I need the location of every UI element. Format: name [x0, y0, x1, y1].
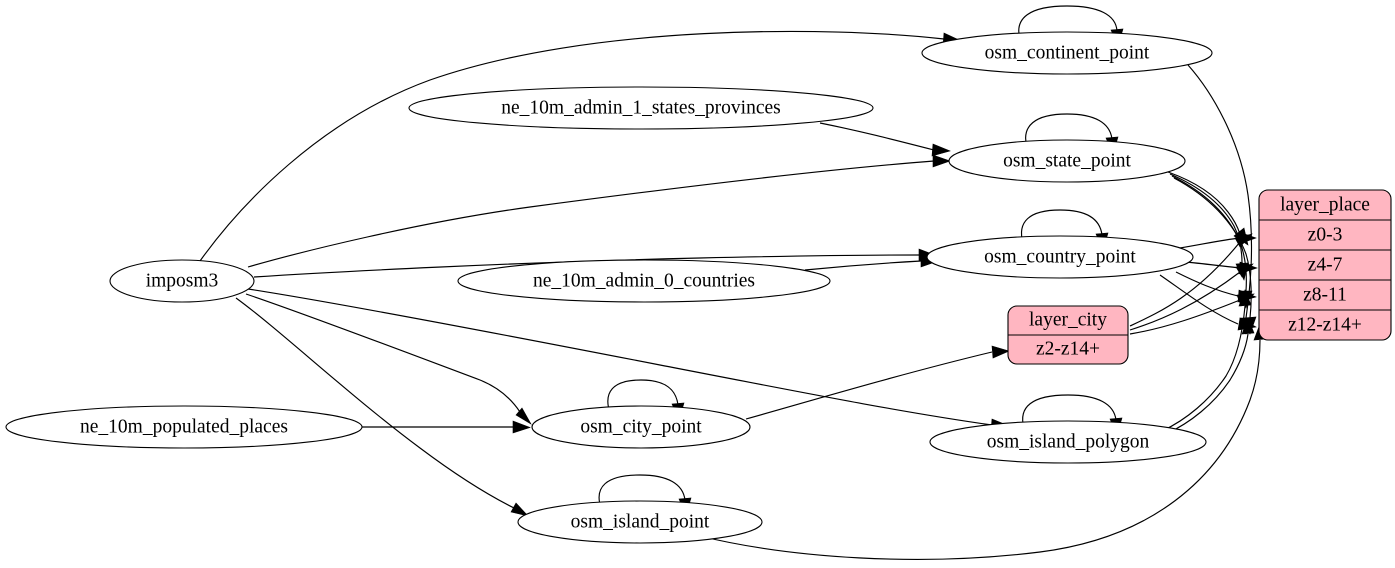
node-ne-10m-admin-1-states-provinces[interactable]: ne_10m_admin_1_states_provinces: [408, 86, 874, 130]
edge-layer-city-to-layer-place-z0-3: [1129, 233, 1253, 327]
node-osm-island-polygon[interactable]: osm_island_polygon: [929, 420, 1207, 464]
node-osm-state-point-shape[interactable]: [948, 139, 1186, 183]
edge-ne-countries-to-osm-country-point: [804, 254, 939, 271]
node-ne-countries-label: ne_10m_admin_0_countries: [533, 270, 755, 291]
node-osm-island-polygon-shape[interactable]: [929, 420, 1207, 464]
layer-place-box[interactable]: [1258, 189, 1392, 341]
node-layer-city[interactable]: layer_city z2-z14+: [1007, 305, 1129, 365]
node-osm-island-polygon-label: osm_island_polygon: [987, 431, 1150, 452]
layer-place-title: layer_place: [1280, 194, 1370, 215]
node-osm-city-point-label: osm_city_point: [580, 416, 702, 437]
node-osm-country-point-label: osm_country_point: [984, 246, 1136, 267]
node-ne-countries-shape[interactable]: [457, 259, 831, 303]
node-layer: imposm3 ne_10m_admin_1_states_provinces …: [5, 31, 1392, 544]
node-ne-states-shape[interactable]: [408, 86, 874, 130]
edge-osm-city-point-to-layer-city: [745, 345, 1010, 420]
node-imposm3[interactable]: imposm3: [109, 259, 255, 303]
edge-imposm3-to-osm-state-point: [247, 154, 951, 268]
node-ne-places-label: ne_10m_populated_places: [80, 416, 288, 437]
layer-place-row-z0-3[interactable]: z0-3: [1308, 224, 1343, 245]
edge-osm-island-polygon-to-layer-place-z12: [1165, 317, 1255, 435]
node-osm-state-point-label: osm_state_point: [1003, 150, 1131, 171]
layer-place-row-z8-11[interactable]: z8-11: [1303, 284, 1347, 305]
layer-place-row-z12-z14[interactable]: z12-z14+: [1288, 314, 1362, 335]
edge-imposm3-to-osm-island-point: [235, 297, 529, 517]
node-imposm3-label: imposm3: [146, 270, 219, 291]
node-osm-continent-point-shape[interactable]: [921, 31, 1213, 75]
edge-layer-city-to-layer-place-z4-7: [1129, 263, 1254, 331]
edge-ne-places-to-osm-city-point: [362, 420, 531, 434]
node-osm-city-point[interactable]: osm_city_point: [531, 405, 751, 449]
node-ne-states-label: ne_10m_admin_1_states_provinces: [501, 97, 780, 118]
layer-city-row-z2-z14[interactable]: z2-z14+: [1036, 338, 1100, 359]
node-ne-10m-admin-0-countries[interactable]: ne_10m_admin_0_countries: [457, 259, 831, 303]
edge-imposm3-to-osm-city-point: [245, 293, 532, 425]
node-osm-island-point[interactable]: osm_island_point: [517, 500, 763, 544]
node-osm-island-point-shape[interactable]: [517, 500, 763, 544]
edge-ne-states-to-osm-state-point: [819, 122, 951, 157]
node-ne-places-shape[interactable]: [5, 405, 363, 449]
layer-place-row-z4-7[interactable]: z4-7: [1308, 254, 1343, 275]
node-osm-continent-point-label: osm_continent_point: [985, 42, 1150, 63]
node-osm-country-point[interactable]: osm_country_point: [926, 235, 1194, 279]
node-imposm3-shape[interactable]: [109, 259, 255, 303]
edge-layer-city-to-layer-place-z8-11: [1129, 293, 1255, 335]
node-osm-state-point[interactable]: osm_state_point: [948, 139, 1186, 183]
layer-city-title: layer_city: [1029, 309, 1107, 330]
node-osm-island-point-label: osm_island_point: [571, 511, 710, 532]
node-osm-continent-point[interactable]: osm_continent_point: [921, 31, 1213, 75]
node-layer-place[interactable]: layer_place z0-3 z4-7 z8-11 z12-z14+: [1258, 189, 1392, 341]
edge-osm-island-polygon-to-layer-place-z8-11: [1161, 289, 1252, 432]
edge-imposm3-to-osm-continent-point: [199, 30, 961, 262]
node-osm-country-point-shape[interactable]: [926, 235, 1194, 279]
node-osm-city-point-shape[interactable]: [531, 405, 751, 449]
node-ne-10m-populated-places[interactable]: ne_10m_populated_places: [5, 405, 363, 449]
